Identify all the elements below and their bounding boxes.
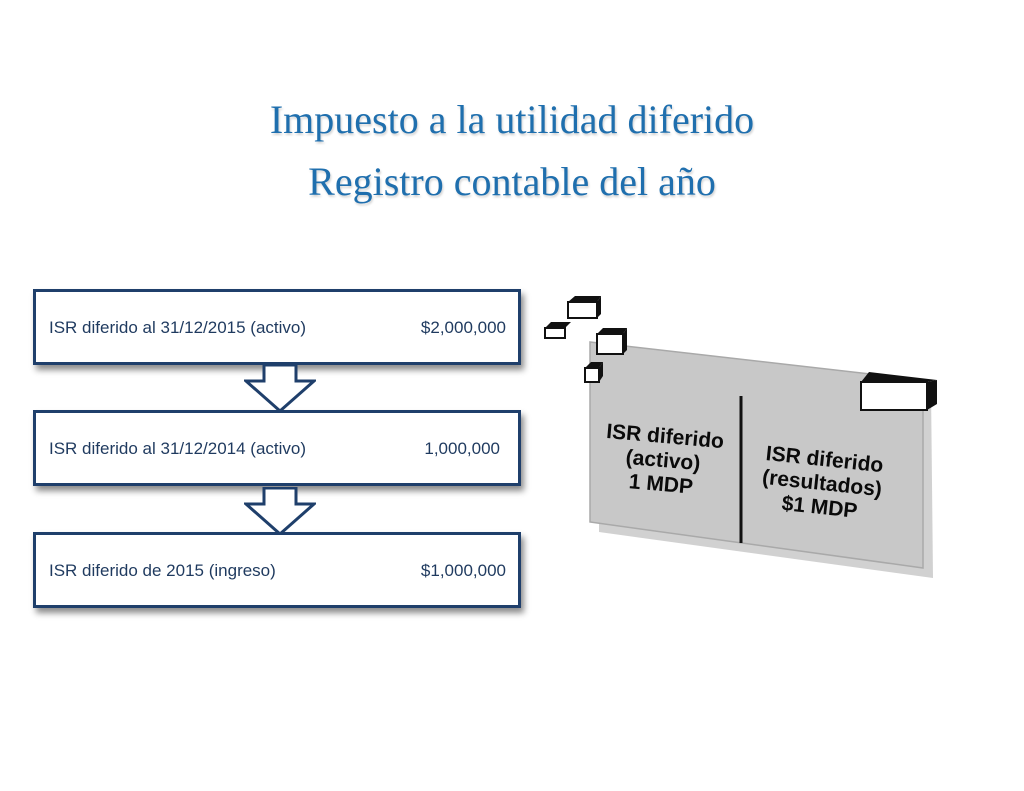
box-amount: 1,000,000 bbox=[424, 439, 500, 458]
box-label: ISR diferido al 31/12/2014 (activo) bbox=[49, 439, 307, 458]
box-amount: $1,000,000 bbox=[420, 561, 506, 580]
box-amount: $2,000,000 bbox=[420, 318, 506, 337]
down-arrow-icon bbox=[244, 364, 316, 414]
box-label: ISR diferido al 31/12/2015 (activo) bbox=[49, 318, 307, 337]
down-arrow-icon bbox=[244, 487, 316, 537]
title-line-1: Impuesto a la utilidad diferido bbox=[269, 97, 755, 142]
block-decoration-icon bbox=[860, 372, 937, 411]
t-account-card bbox=[544, 296, 937, 578]
box-isr-2015-ingreso: ISR diferido de 2015 (ingreso) $1,000,00… bbox=[33, 532, 521, 608]
box-isr-2015-activo: ISR diferido al 31/12/2015 (activo) $2,0… bbox=[33, 289, 521, 365]
cube-decoration-icon bbox=[544, 296, 627, 383]
title-line-2: Registro contable del año bbox=[308, 159, 716, 204]
t-account-left: ISR diferido (activo) 1 MDP bbox=[585, 419, 741, 504]
box-label: ISR diferido de 2015 (ingreso) bbox=[49, 561, 276, 580]
box-isr-2014-activo: ISR diferido al 31/12/2014 (activo) 1,00… bbox=[33, 410, 521, 486]
